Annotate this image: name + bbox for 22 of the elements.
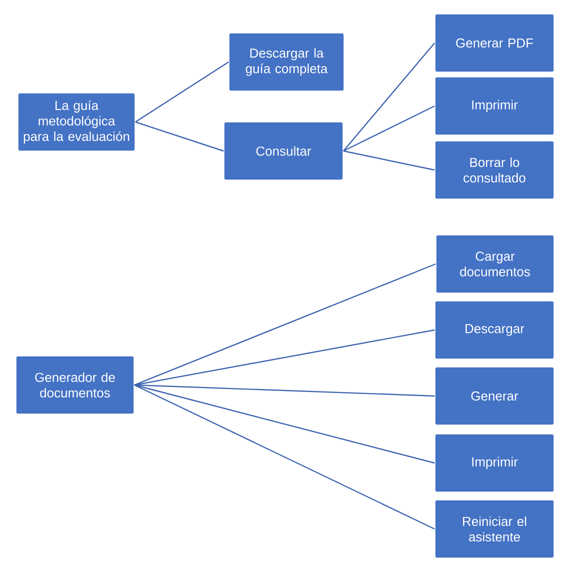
process-box: Reiniciar el asistente bbox=[434, 500, 554, 558]
connector-line bbox=[134, 384, 435, 464]
connector-line bbox=[343, 150, 435, 171]
connector-line bbox=[134, 329, 435, 386]
connector-line bbox=[135, 62, 229, 122]
connector-line bbox=[342, 42, 436, 152]
process-box: Borrar lo consultado bbox=[434, 140, 554, 200]
process-box: La guía metodológica para la evaluación bbox=[18, 92, 136, 152]
process-box: Descargar la guía completa bbox=[228, 32, 344, 92]
process-box: Cargar documentos bbox=[436, 234, 554, 294]
process-box: Imprimir bbox=[434, 76, 554, 136]
process-box: Generar bbox=[434, 366, 554, 426]
process-box: Consultar bbox=[224, 122, 344, 180]
connector-line bbox=[134, 263, 436, 386]
process-box: Generador de documentos bbox=[16, 356, 134, 414]
connector-line bbox=[134, 384, 435, 397]
process-box: Descargar bbox=[434, 300, 554, 360]
connector-line bbox=[343, 105, 435, 152]
process-box: Generar PDF bbox=[434, 14, 554, 72]
process-box: Imprimir bbox=[434, 434, 554, 492]
connector-line bbox=[135, 121, 224, 152]
connector-line bbox=[134, 384, 435, 530]
